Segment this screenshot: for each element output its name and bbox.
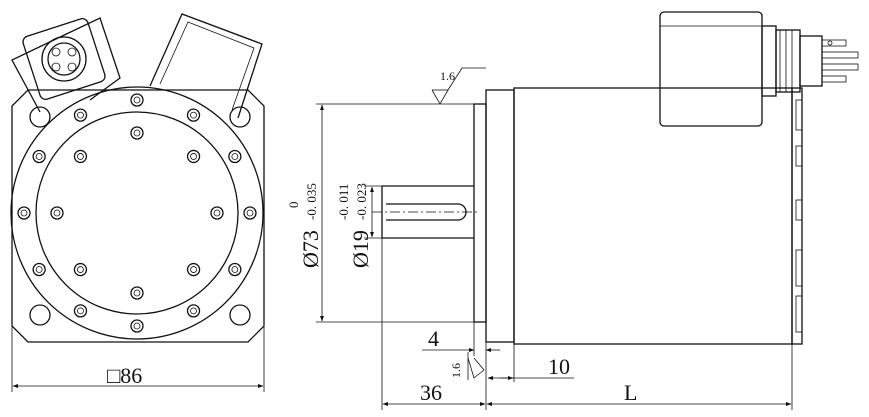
bolt-hole-icon bbox=[186, 149, 201, 164]
bolt-hole-icon bbox=[130, 93, 144, 107]
roughness-symbol-icon: 1.6 bbox=[449, 352, 485, 380]
spigot bbox=[485, 89, 515, 343]
shaft-tol-lower: -0. 023 bbox=[354, 183, 369, 220]
side-view: Ø73 0 -0. 035 Ø19 -0. 011 -0. 023 1.6 1.… bbox=[286, 11, 859, 410]
bolt-hole-icon bbox=[73, 262, 88, 277]
front-view: □86 bbox=[10, 13, 265, 392]
flange-plate bbox=[473, 103, 487, 323]
bolt-hole-inner bbox=[213, 209, 221, 217]
bolt-hole-icon bbox=[186, 108, 201, 122]
mounting-hole-icon bbox=[29, 304, 51, 326]
inner-bolt-ring bbox=[50, 126, 224, 300]
bolt-hole-icon bbox=[73, 149, 88, 164]
mounting-hole-icon bbox=[229, 304, 251, 326]
bolt-hole-icon bbox=[243, 206, 257, 220]
bolt-hole-icon bbox=[130, 286, 144, 300]
bolt-hole-icon bbox=[130, 126, 144, 140]
spigot-dimension-label: 10 bbox=[548, 354, 570, 379]
bolt-hole-inner bbox=[35, 153, 43, 160]
bolt-hole-icon bbox=[50, 206, 64, 220]
shaft-length-label: 36 bbox=[420, 380, 442, 405]
bolt-hole-icon bbox=[73, 108, 88, 122]
motor-body-outer-circle bbox=[10, 86, 264, 340]
pilot-tol-upper: 0 bbox=[286, 202, 301, 209]
square-dimension-label: □86 bbox=[107, 363, 142, 388]
outer-bolt-ring bbox=[17, 93, 257, 333]
flange-square-outline bbox=[11, 89, 265, 343]
bolt-hole-inner bbox=[231, 153, 239, 160]
bolt-hole-icon bbox=[228, 149, 242, 164]
pilot-diameter-label: Ø73 bbox=[298, 230, 323, 268]
bolt-hole-icon bbox=[228, 262, 242, 277]
bolt-hole-icon bbox=[210, 206, 224, 220]
bolt-hole-inner bbox=[190, 266, 197, 273]
bolt-hole-icon bbox=[32, 149, 46, 164]
bolt-hole-inner bbox=[77, 307, 84, 315]
bolt-hole-icon bbox=[17, 206, 31, 220]
rear-fins bbox=[791, 87, 803, 345]
bolt-hole-inner bbox=[133, 289, 141, 297]
bolt-hole-inner bbox=[231, 266, 239, 273]
roughness-top-label: 1.6 bbox=[440, 69, 455, 83]
bolt-hole-inner bbox=[35, 266, 43, 273]
shaft-tol-upper: -0. 011 bbox=[336, 184, 351, 220]
bolt-hole-inner bbox=[133, 96, 141, 104]
pilot-tol-lower: -0. 035 bbox=[304, 183, 319, 220]
bolt-hole-inner bbox=[77, 266, 84, 273]
bolt-hole-inner bbox=[190, 111, 197, 119]
shaft-diameter-label: Ø19 bbox=[348, 230, 373, 268]
bolt-hole-inner bbox=[77, 111, 84, 119]
bolt-hole-inner bbox=[53, 209, 61, 217]
connector-plug bbox=[761, 25, 859, 97]
roughness-bottom-label: 1.6 bbox=[449, 363, 463, 378]
bolt-hole-inner bbox=[133, 129, 141, 137]
bolt-hole-icon bbox=[73, 304, 88, 318]
connector-plug-icon bbox=[41, 36, 87, 82]
bolt-hole-inner bbox=[77, 153, 84, 160]
connector-housing-left bbox=[11, 17, 121, 113]
encoder-housing-right bbox=[149, 13, 263, 119]
bolt-hole-inner bbox=[20, 209, 28, 217]
mounting-hole-icon bbox=[229, 106, 251, 128]
bolt-hole-inner bbox=[133, 322, 141, 330]
body-length-label: L bbox=[624, 380, 637, 405]
bolt-hole-inner bbox=[190, 153, 197, 160]
bolt-hole-icon bbox=[32, 262, 46, 277]
encoder-box bbox=[659, 11, 763, 127]
mounting-hole-icon bbox=[29, 106, 51, 128]
bolt-hole-icon bbox=[186, 262, 201, 277]
bolt-hole-icon bbox=[130, 319, 144, 333]
motor-body-inner-circle bbox=[35, 111, 239, 315]
flange-thickness-label: 4 bbox=[428, 326, 439, 351]
bolt-hole-inner bbox=[246, 209, 254, 217]
roughness-symbol-icon: 1.6 bbox=[431, 67, 486, 105]
bolt-hole-icon bbox=[186, 304, 201, 318]
bolt-hole-inner bbox=[190, 307, 197, 315]
